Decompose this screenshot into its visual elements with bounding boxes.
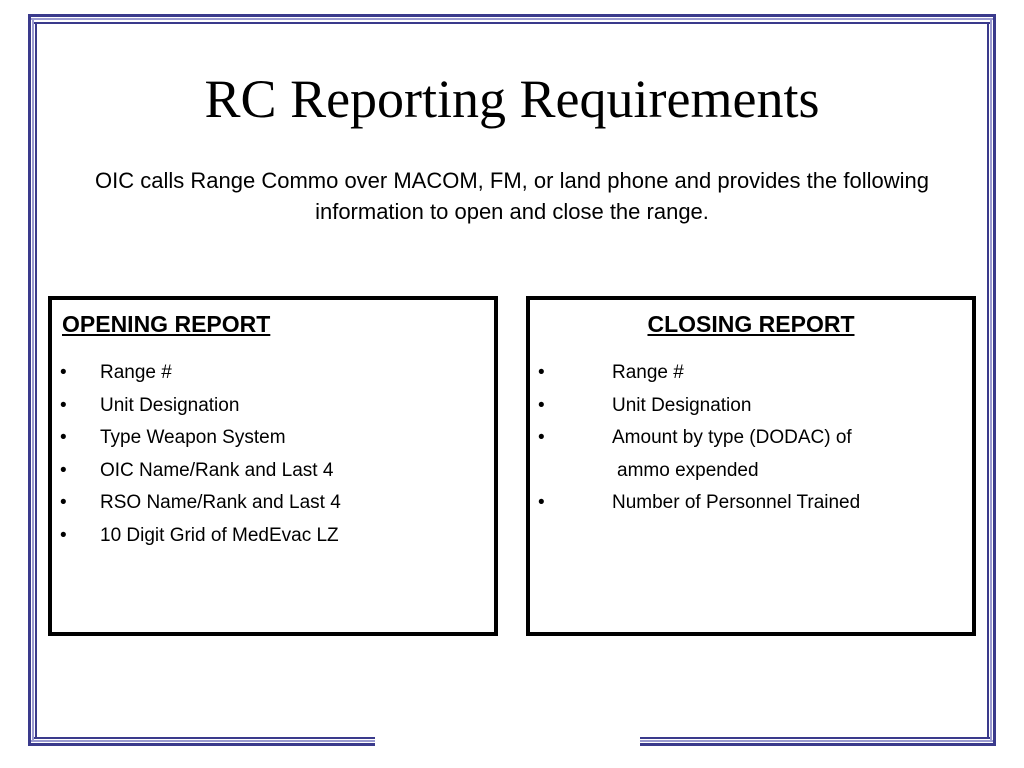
frame-line	[640, 740, 993, 742]
bullet-icon: •	[60, 427, 67, 449]
frame-line	[640, 737, 990, 739]
frame-line	[34, 22, 990, 24]
bullet-icon: •	[538, 394, 545, 416]
list-item: • Unit Designation	[530, 390, 972, 423]
list-item: • OIC Name/Rank and Last 4	[52, 455, 494, 488]
list-item: • RSO Name/Rank and Last 4	[52, 487, 494, 520]
list-item: • 10 Digit Grid of MedEvac LZ	[52, 520, 494, 553]
frame-line	[35, 22, 37, 738]
bullet-icon: •	[60, 459, 67, 481]
frame-line	[28, 14, 996, 17]
frame-line	[31, 18, 993, 20]
list-item-text: Unit Designation	[100, 394, 240, 416]
bullet-icon: •	[538, 427, 545, 449]
frame-line	[990, 18, 992, 742]
opening-report-list: • Range # • Unit Designation • Type Weapon …	[52, 357, 494, 553]
frame-line	[993, 14, 996, 746]
bullet-icon: •	[538, 492, 545, 514]
frame-line	[31, 740, 375, 742]
closing-report-panel: CLOSING REPORT • Range # • Unit Designatio…	[526, 296, 976, 636]
list-item-text: Type Weapon System	[100, 427, 286, 449]
list-item-text: Number of Personnel Trained	[612, 492, 861, 514]
bullet-icon: •	[538, 362, 545, 383]
bullet-icon: •	[60, 394, 67, 416]
list-item-text: 10 Digit Grid of MedEvac LZ	[100, 524, 339, 546]
frame-line	[28, 743, 375, 746]
frame-line	[32, 18, 34, 742]
opening-report-heading: OPENING REPORT	[62, 311, 271, 337]
list-item-text: OIC Name/Rank and Last 4	[100, 459, 334, 481]
list-item-text: RSO Name/Rank and Last 4	[100, 492, 341, 514]
list-item: • Range #	[530, 357, 972, 390]
list-item-text: Amount by type (DODAC) of	[612, 427, 852, 449]
list-item: • Range #	[52, 357, 494, 390]
closing-report-heading: CLOSING REPORT	[647, 311, 855, 337]
list-item-text: Unit Designation	[612, 394, 752, 416]
frame-line	[640, 743, 996, 746]
list-item: • Unit Designation	[52, 390, 494, 423]
list-item-text: Range #	[100, 362, 172, 383]
frame-line	[28, 14, 31, 746]
page-title: RC Reporting Requirements	[204, 69, 820, 129]
frame-line	[987, 22, 989, 738]
opening-report-panel: OPENING REPORT • Range # • Unit Designatio…	[48, 296, 498, 636]
list-item-text: Range #	[612, 362, 684, 383]
list-item-text: ammo expended	[617, 459, 759, 481]
list-item-continuation: ammo expended	[530, 455, 972, 488]
bullet-icon: •	[60, 362, 67, 383]
list-item: • Number of Personnel Trained	[530, 487, 972, 520]
bullet-icon: •	[60, 524, 67, 546]
list-item: • Type Weapon System	[52, 422, 494, 455]
subtitle: OIC calls Range Commo over MACOM, FM, or…	[95, 168, 929, 224]
bullet-icon: •	[60, 492, 67, 514]
list-item: • Amount by type (DODAC) of	[530, 422, 972, 455]
closing-report-list: • Range # • Unit Designation • Amount by ty…	[530, 357, 972, 520]
frame-line	[34, 737, 375, 739]
